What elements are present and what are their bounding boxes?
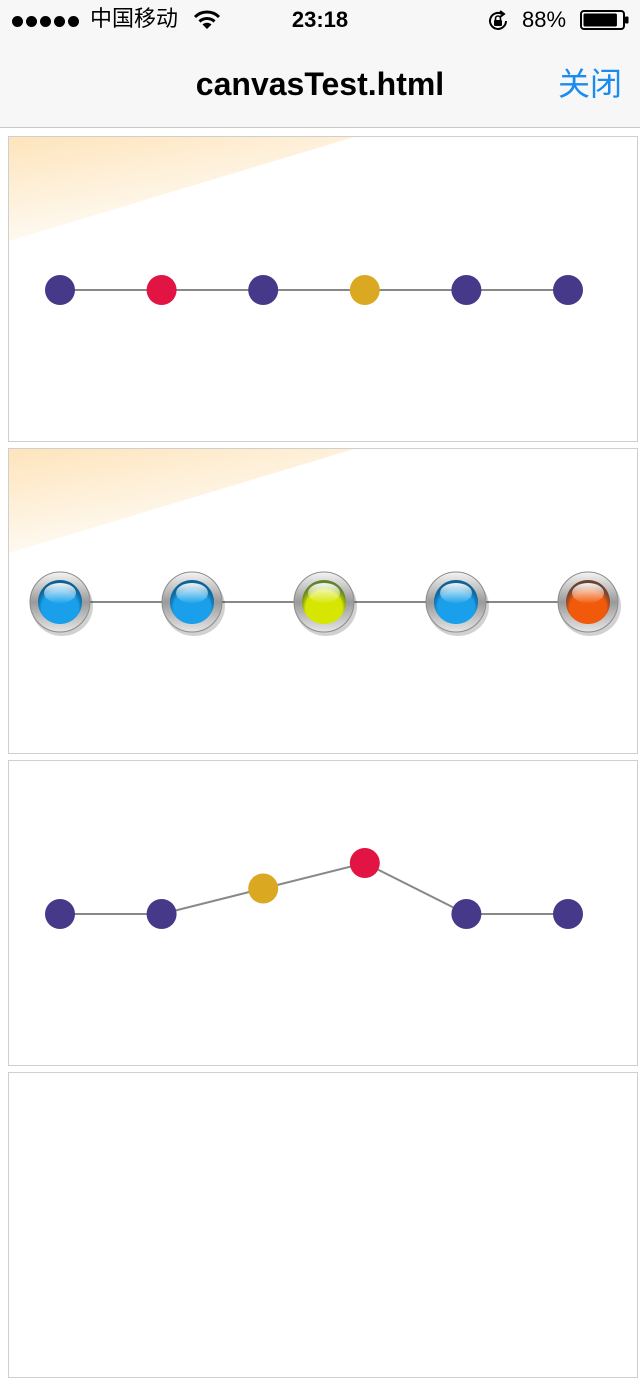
glossy-node-orange [557,571,621,636]
dot-node-purple [45,899,75,929]
corner-glow [9,449,354,553]
navigation-bar: canvasTest.html 关闭 [0,40,640,128]
signal-dot [26,15,37,27]
battery-icon [580,10,629,30]
dot-node-red [146,275,177,305]
glossy-node-blue [29,571,93,636]
close-button[interactable]: 关闭 [557,65,622,103]
canvas-panel-raised-dots [8,760,638,1066]
glossy-node-blue [425,571,489,636]
signal-dot [40,15,51,27]
status-time: 23:18 [291,7,349,32]
wifi-icon [193,10,221,29]
page-title: canvasTest.html [195,66,445,102]
rotation-lock-icon [489,10,507,30]
dot-node-gold [248,873,279,904]
dot-node-gold [349,275,380,305]
glossy-node-blue [161,571,225,636]
dot-node-purple [553,275,583,305]
battery-percent: 88% [522,7,567,32]
dot-node-purple [146,899,177,929]
dot-node-red [349,848,380,878]
glossy-node-yellow [293,571,357,636]
canvas-panel-flat-dots [8,136,638,442]
signal-dot [12,15,23,27]
corner-glow [9,137,354,241]
connector-line [60,861,568,915]
signal-dot [68,15,79,27]
canvas-panel-glossy-balls [8,448,638,754]
signal-dots-icon [12,11,79,31]
dot-node-purple [451,275,482,305]
carrier-name: 中国移动 [90,7,179,32]
dot-node-purple [248,275,279,305]
canvas-panel-empty [8,1072,638,1378]
signal-dot [54,15,65,27]
dot-node-purple [45,275,75,305]
dot-node-purple [451,899,482,929]
dot-node-purple [553,899,583,929]
status-bar: 中国移动 23:18 88% [0,0,640,40]
